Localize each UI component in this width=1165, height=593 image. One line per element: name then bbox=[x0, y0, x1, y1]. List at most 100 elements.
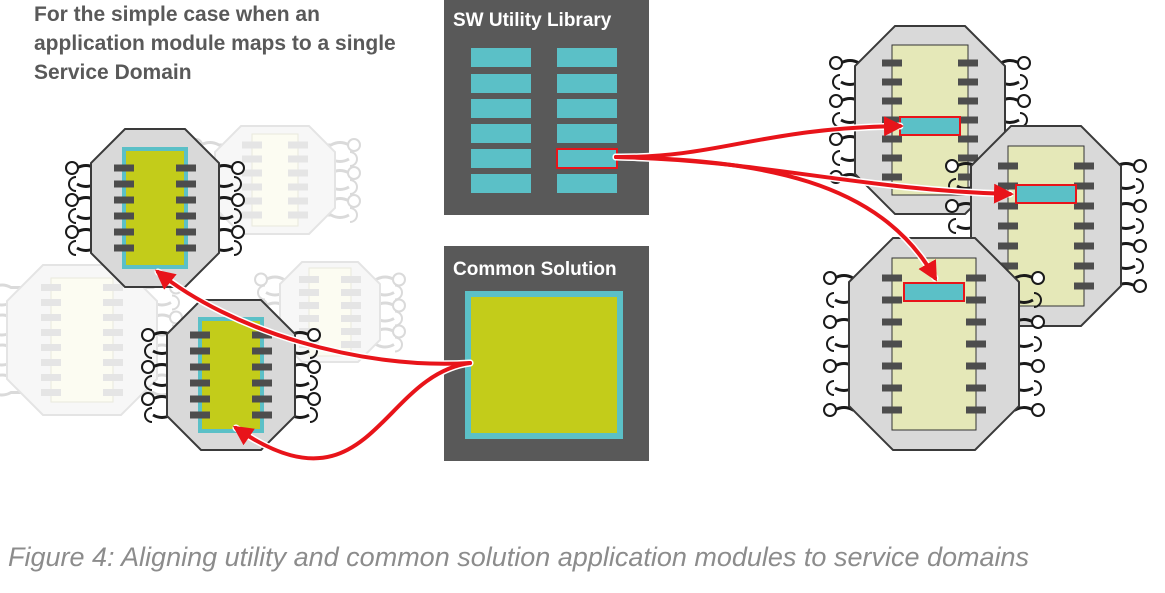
port-tab bbox=[341, 289, 361, 296]
module-core bbox=[50, 277, 114, 403]
port-tab bbox=[242, 155, 262, 163]
socket-end bbox=[65, 225, 79, 239]
port-tab bbox=[103, 314, 123, 321]
utility-block bbox=[471, 99, 531, 118]
port-tab bbox=[1074, 182, 1094, 190]
utility-block bbox=[471, 48, 531, 67]
plug-end bbox=[349, 151, 358, 167]
port-tab bbox=[252, 395, 272, 403]
port-tab bbox=[103, 344, 123, 351]
port-tab bbox=[288, 211, 308, 219]
socket-end bbox=[1133, 159, 1147, 173]
utility-block bbox=[557, 74, 617, 93]
port-tab bbox=[998, 262, 1018, 270]
arrow-library-to-top-module bbox=[614, 116, 904, 160]
port-tab bbox=[242, 169, 262, 177]
utility-block bbox=[471, 174, 531, 193]
port-tab bbox=[176, 212, 196, 220]
port-tab bbox=[882, 173, 902, 181]
faded-modules bbox=[0, 125, 406, 416]
port-tab bbox=[1074, 222, 1094, 230]
plug-end bbox=[349, 207, 358, 223]
socket-end bbox=[823, 403, 837, 417]
port-tab bbox=[176, 228, 196, 236]
socket-end bbox=[1017, 56, 1031, 70]
utility-library-title: SW Utility Library bbox=[453, 10, 612, 31]
socket-end bbox=[231, 161, 245, 175]
port-tab bbox=[288, 183, 308, 191]
port-tab bbox=[998, 202, 1018, 210]
common-solution-block bbox=[465, 291, 623, 439]
port-tab bbox=[41, 314, 61, 321]
plug-end bbox=[144, 407, 153, 423]
plug-end bbox=[832, 150, 841, 166]
plug-end bbox=[349, 179, 358, 195]
plug-end bbox=[171, 294, 180, 311]
utility-block bbox=[557, 48, 617, 67]
plug-end bbox=[1019, 112, 1028, 128]
socket-end bbox=[254, 272, 268, 287]
port-tab bbox=[114, 244, 134, 252]
port-tab bbox=[288, 169, 308, 177]
port-tab bbox=[242, 197, 262, 205]
plug-end bbox=[68, 240, 77, 256]
utility-block bbox=[557, 174, 617, 193]
lower-left-module bbox=[141, 299, 321, 451]
port-tab bbox=[114, 196, 134, 204]
socket-end bbox=[1133, 279, 1147, 293]
port-tab bbox=[114, 164, 134, 172]
port-tab bbox=[299, 302, 319, 309]
utility-slot bbox=[1015, 184, 1077, 204]
port-tab bbox=[176, 164, 196, 172]
port-tab bbox=[190, 411, 210, 419]
connector-wire bbox=[0, 283, 47, 289]
port-tab bbox=[958, 78, 978, 86]
utility-slot bbox=[903, 282, 965, 302]
socket-end bbox=[65, 161, 79, 175]
port-tab bbox=[882, 274, 902, 282]
port-tab bbox=[1074, 262, 1094, 270]
socket-end bbox=[392, 324, 406, 339]
port-tab bbox=[958, 173, 978, 181]
plug-end bbox=[1019, 74, 1028, 90]
plug-end bbox=[1033, 380, 1042, 396]
port-tab bbox=[958, 135, 978, 143]
port-tab bbox=[190, 331, 210, 339]
port-tab bbox=[882, 406, 902, 414]
port-tab bbox=[882, 154, 902, 162]
port-tab bbox=[41, 389, 61, 396]
port-tab bbox=[288, 197, 308, 205]
port-tab bbox=[252, 363, 272, 371]
module-core bbox=[122, 147, 188, 269]
port-tab bbox=[242, 141, 262, 149]
socket-end bbox=[945, 159, 959, 173]
socket-end bbox=[231, 193, 245, 207]
port-tab bbox=[882, 78, 902, 86]
port-tab bbox=[103, 329, 123, 336]
socket-end bbox=[141, 328, 155, 342]
socket-end bbox=[141, 360, 155, 374]
module-core bbox=[251, 133, 299, 227]
port-tab bbox=[998, 242, 1018, 250]
plug-end bbox=[1135, 178, 1144, 194]
plug-end bbox=[1033, 336, 1042, 352]
port-tab bbox=[190, 395, 210, 403]
plug-end bbox=[144, 343, 153, 359]
port-tab bbox=[252, 379, 272, 387]
socket-end bbox=[347, 194, 361, 208]
faded-module bbox=[0, 264, 183, 416]
port-tab bbox=[958, 97, 978, 105]
port-tab bbox=[958, 59, 978, 67]
socket-end bbox=[347, 166, 361, 180]
port-tab bbox=[103, 299, 123, 306]
port-tab bbox=[41, 299, 61, 306]
plug-end bbox=[309, 407, 318, 423]
utility-block bbox=[557, 99, 617, 118]
mapping-arrows bbox=[154, 116, 1014, 462]
socket-end bbox=[347, 138, 361, 152]
plug-end bbox=[233, 240, 242, 256]
port-tab bbox=[41, 329, 61, 336]
port-tab bbox=[41, 359, 61, 366]
connector-wire bbox=[302, 213, 350, 219]
utility-block bbox=[471, 149, 531, 168]
